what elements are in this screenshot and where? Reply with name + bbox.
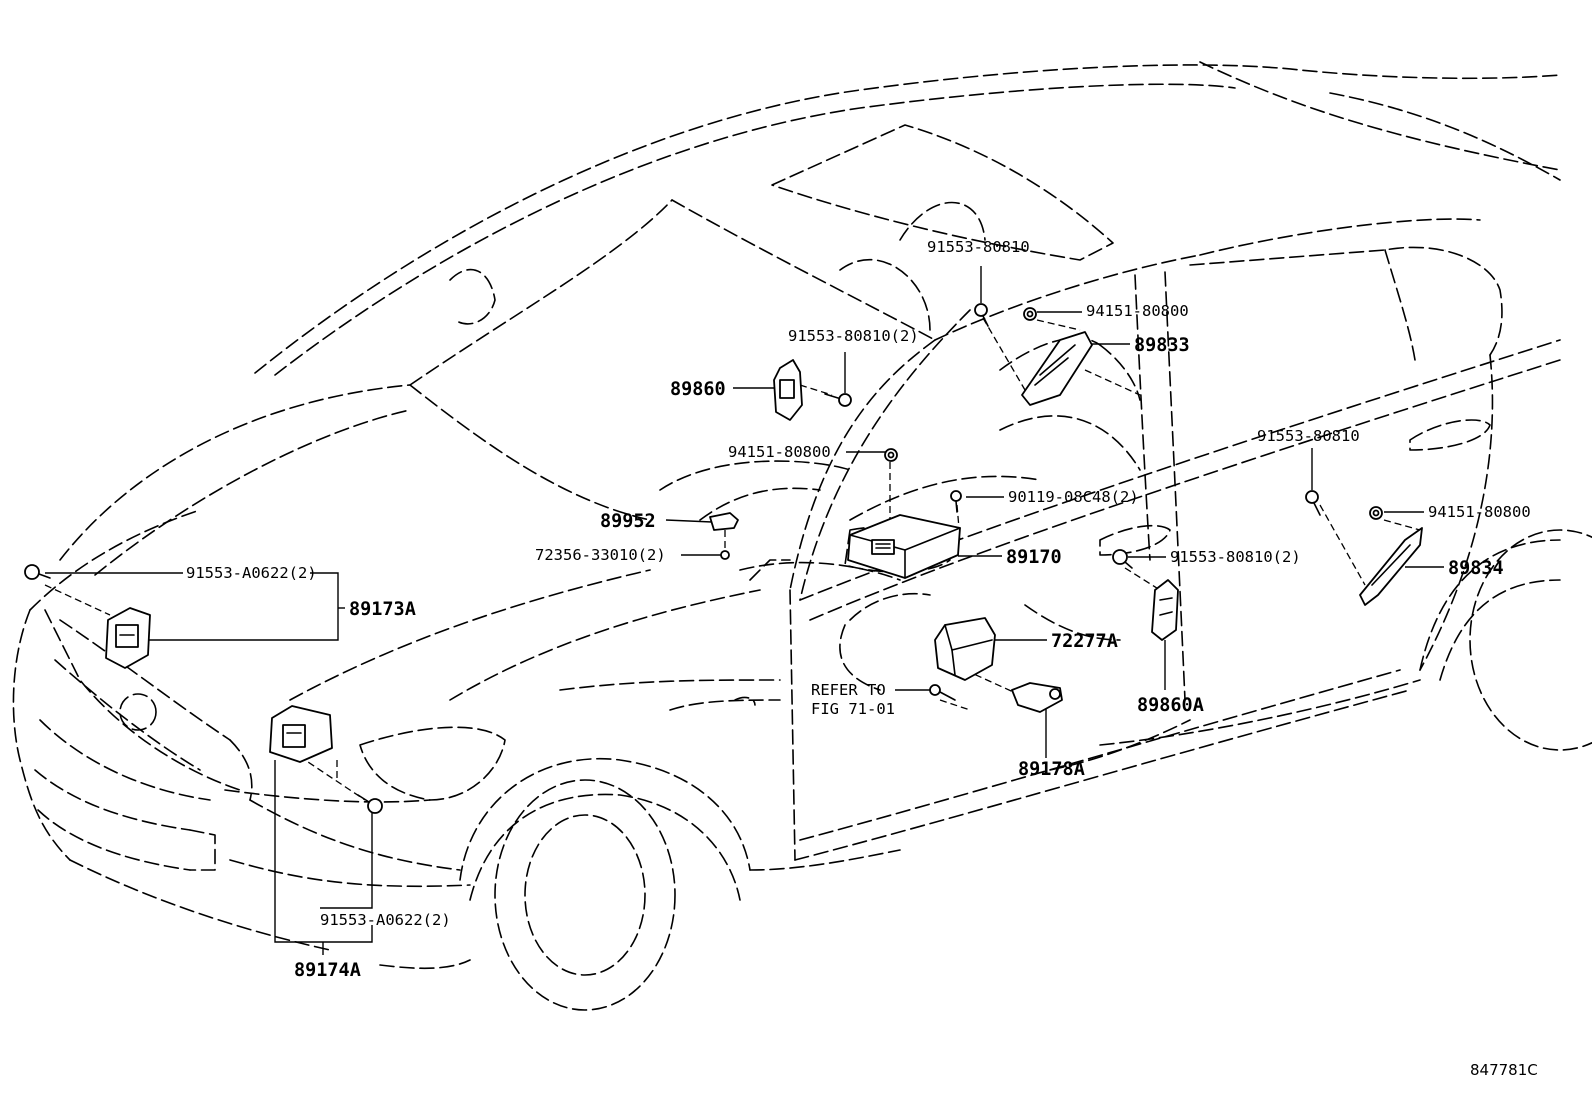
sensor-icon — [105, 607, 151, 669]
bolt-icon — [974, 303, 989, 327]
sensor-icon — [269, 705, 333, 763]
bolt-icon — [1305, 490, 1321, 516]
label-89170: 89170 — [1006, 547, 1062, 568]
bolt-icon — [824, 393, 852, 407]
sensor-icon — [1359, 527, 1423, 606]
sensor-icon — [709, 512, 739, 531]
label-89173A: 89173A — [349, 599, 416, 620]
label-91553-A0622-2-top: 91553-A0622(2) — [186, 564, 317, 582]
label-89860: 89860 — [670, 379, 726, 400]
nut-icon — [1023, 307, 1037, 321]
label-91553-80810-2-mid: 91553-80810(2) — [788, 327, 919, 345]
label-94151-80800-mid: 94151-80800 — [728, 443, 831, 461]
label-91553-80810-2-right: 91553-80810(2) — [1170, 548, 1301, 566]
nut-icon — [1369, 506, 1383, 520]
sensor-icon — [1021, 331, 1093, 406]
sensor-icon — [773, 359, 803, 421]
bolt-icon — [24, 564, 51, 580]
label-91553-80810-right: 91553-80810 — [1257, 427, 1360, 445]
label-89860A: 89860A — [1137, 695, 1204, 716]
bolt-icon — [357, 794, 383, 814]
bracket-icon — [1151, 579, 1179, 641]
label-72277A: 72277A — [1051, 631, 1118, 652]
label-89833: 89833 — [1134, 335, 1190, 356]
label-refer-line1: REFER TO — [811, 681, 886, 699]
bolt-icon — [929, 684, 956, 701]
bolt-icon — [950, 490, 962, 513]
bracket-icon — [934, 617, 996, 681]
bolt-icon — [1112, 549, 1133, 569]
nut-icon — [884, 448, 898, 462]
label-91553-80810-top: 91553-80810 — [927, 238, 1030, 256]
label-89952: 89952 — [600, 511, 656, 532]
label-94151-80800-top: 94151-80800 — [1086, 302, 1189, 320]
clip-icon — [720, 550, 730, 560]
ecu-icon — [847, 514, 961, 579]
label-94151-80800-right: 94151-80800 — [1428, 503, 1531, 521]
label-89834: 89834 — [1448, 558, 1504, 579]
label-91553-A0622-2-bottom: 91553-A0622(2) — [320, 911, 451, 929]
label-89174A: 89174A — [294, 960, 361, 981]
label-refer-line2: FIG 71-01 — [811, 700, 895, 718]
sensor-icon — [1011, 682, 1063, 713]
car-body-outline — [12, 61, 1592, 1011]
figure-id: 847781C — [1470, 1061, 1538, 1079]
label-72356-33010-2: 72356-33010(2) — [535, 546, 666, 564]
label-90119-08C48-2: 90119-08C48(2) — [1008, 488, 1139, 506]
label-89178A: 89178A — [1018, 759, 1085, 780]
leader-lines — [45, 266, 1444, 955]
